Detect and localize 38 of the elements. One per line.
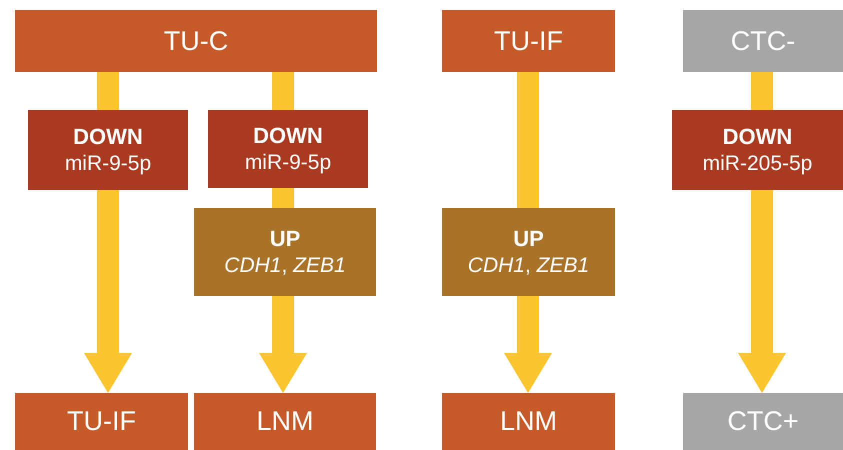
stage-label: CTC- <box>730 24 796 58</box>
arrow <box>272 188 294 208</box>
stage-label: LNM <box>500 405 557 438</box>
stage-label: LNM <box>256 405 314 438</box>
gene-label: miR-9-5p <box>64 150 152 176</box>
regulation-label: UP <box>270 226 300 253</box>
regulation-box <box>208 110 368 188</box>
regulation-label: UP <box>513 226 544 253</box>
arrow <box>272 72 294 110</box>
gene-label: miR-205-5p <box>702 150 812 176</box>
stage-label: TU-C <box>164 24 228 58</box>
regulation-box <box>194 208 376 296</box>
regulation-label: DOWN <box>722 124 792 151</box>
arrow <box>504 296 552 393</box>
stage-box <box>15 10 377 72</box>
regulation-label: DOWN <box>253 123 323 150</box>
stage-label: TU-IF <box>67 405 136 438</box>
gene-label: CDH1, ZEB1 <box>224 252 346 278</box>
arrow <box>517 72 539 208</box>
regulation-box <box>672 110 843 190</box>
regulation-box <box>442 208 615 296</box>
stage-box <box>194 393 376 450</box>
stage-label: TU-IF <box>494 24 563 58</box>
stage-box <box>15 393 188 450</box>
regulation-box <box>28 110 188 190</box>
arrow <box>259 296 307 393</box>
stage-box <box>683 393 843 450</box>
gene-label: miR-9-5p <box>244 150 332 175</box>
gene-label: CDH1, ZEB1 <box>468 252 590 278</box>
stage-label: CTC+ <box>727 405 799 438</box>
regulation-label: DOWN <box>73 124 143 151</box>
stage-box <box>683 10 843 72</box>
stage-box <box>442 393 615 450</box>
arrow <box>751 72 773 110</box>
stage-box <box>442 10 615 72</box>
arrow <box>738 190 786 393</box>
arrow <box>97 72 119 110</box>
arrow <box>84 190 132 393</box>
